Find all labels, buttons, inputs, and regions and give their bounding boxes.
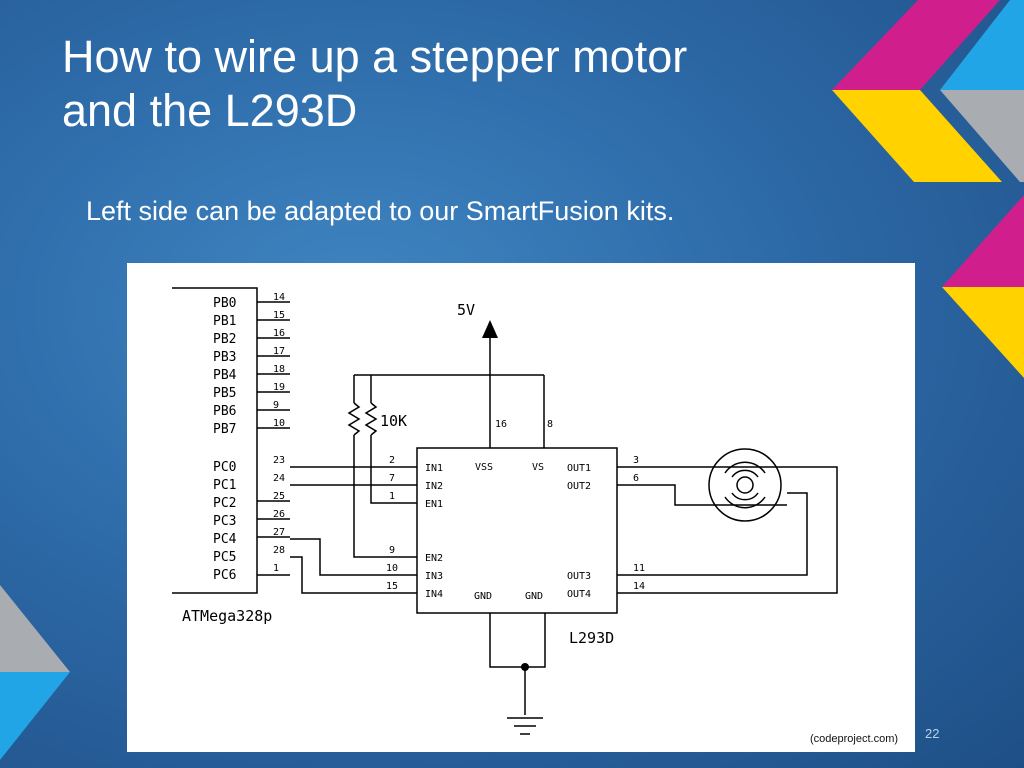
mcu-pin-label: PC2 <box>213 496 236 511</box>
image-credit: (codeproject.com) <box>810 733 899 745</box>
chevron-yellow-top <box>832 90 1002 182</box>
mcu-pin-label: PB2 <box>213 332 236 347</box>
driver-pin-label: EN1 <box>425 499 443 510</box>
driver-pin-label: IN1 <box>425 463 443 474</box>
mcu-pin-label: PC4 <box>213 532 237 547</box>
driver-top-pin-number: 16 <box>495 419 507 430</box>
mcu-pin-number: 18 <box>273 364 285 375</box>
mcu-pin-label: PB4 <box>213 368 237 383</box>
driver-pin-label: IN4 <box>425 589 443 600</box>
driver-pin-number: 3 <box>633 455 639 466</box>
mcu-pin-number: 1 <box>273 563 279 574</box>
driver-gnd-label: GND <box>525 591 543 602</box>
driver-pin-label: IN3 <box>425 571 443 582</box>
driver-top-pin-label: VSS <box>475 462 493 473</box>
driver-pin-label: OUT2 <box>567 481 591 492</box>
chevron-cyan-left <box>0 672 70 760</box>
mcu-pin-number: 19 <box>273 382 285 393</box>
mcu-pin-label: PC5 <box>213 550 236 565</box>
wire-out1 <box>617 466 838 594</box>
chevron-gray-top <box>940 90 1024 182</box>
wire-out2 <box>617 484 787 506</box>
supply-arrow <box>482 320 498 338</box>
chevron-magenta-right <box>942 195 1024 287</box>
resistor-label: 10K <box>380 412 407 430</box>
mcu-pin-label: PB7 <box>213 422 236 437</box>
chevron-cyan-top <box>940 0 1024 90</box>
mcu-pin-number: 17 <box>273 346 285 357</box>
driver-pin-number: 10 <box>386 563 398 574</box>
driver-pin-label: IN2 <box>425 481 443 492</box>
mcu-pin-label: PC0 <box>213 460 236 475</box>
resistor-2 <box>364 402 378 436</box>
driver-pin-number: 1 <box>389 491 395 502</box>
mcu-pin-number: 25 <box>273 491 285 502</box>
en2-wire <box>353 435 417 558</box>
mcu-body <box>172 287 258 594</box>
driver-pin-label: OUT1 <box>567 463 591 474</box>
driver-gnd-label: GND <box>474 591 492 602</box>
mcu-pin-label: PB0 <box>213 296 236 311</box>
stepper-motor <box>708 448 782 522</box>
driver-pin-number: 2 <box>389 455 395 466</box>
mcu-pin-label: PB1 <box>213 314 236 329</box>
wire-out3 <box>617 492 808 576</box>
mcu-pin-label: PC1 <box>213 478 236 493</box>
mcu-pin-stubs <box>257 301 290 576</box>
chevron-magenta-top <box>832 0 1000 90</box>
driver-pin-number: 11 <box>633 563 645 574</box>
mcu-pin-number: 15 <box>273 310 285 321</box>
mcu-pin-label: PC3 <box>213 514 236 529</box>
slide-subtitle: Left side can be adapted to our SmartFus… <box>86 196 675 226</box>
driver-name: L293D <box>569 629 614 647</box>
driver-pin-label: EN2 <box>425 553 443 564</box>
wire-pc4-in3 <box>290 538 417 576</box>
wire-pc5-in4 <box>290 556 417 594</box>
mcu-pin-label: PB6 <box>213 404 236 419</box>
title-line-1: How to wire up a stepper motor <box>62 31 688 82</box>
mcu-pin-number: 16 <box>273 328 285 339</box>
driver-pin-label: OUT4 <box>567 589 591 600</box>
driver-pin-number: 14 <box>633 581 645 592</box>
driver-body <box>416 447 618 614</box>
wiring-diagram: PB0 PB1 PB2 PB3 PB4 PB5 PB6 PB7 PC0 PC1 … <box>127 263 915 752</box>
mcu-pin-number: 10 <box>273 418 285 429</box>
ground-junction <box>521 663 529 671</box>
mcu-pin-number: 14 <box>273 292 285 303</box>
supply-label: 5V <box>457 301 475 319</box>
driver-pin-number: 15 <box>386 581 398 592</box>
chevron-gray-left <box>0 585 70 672</box>
title-line-2: and the L293D <box>62 85 358 136</box>
driver-pin-number: 6 <box>633 473 639 484</box>
driver-top-pin-number: 8 <box>547 419 553 430</box>
mcu-name: ATMega328p <box>182 607 272 625</box>
slide-number: 22 <box>925 726 940 741</box>
driver-pin-number: 7 <box>389 473 395 484</box>
en1-wire <box>370 435 417 504</box>
mcu-pin-number: 9 <box>273 400 279 411</box>
mcu-pin-number: 26 <box>273 509 285 520</box>
mcu-pin-number: 28 <box>273 545 285 556</box>
mcu-pin-number: 23 <box>273 455 285 466</box>
driver-pin-label: OUT3 <box>567 571 591 582</box>
mcu-pin-label: PB5 <box>213 386 236 401</box>
wiring-schematic: PB0 PB1 PB2 PB3 PB4 PB5 PB6 PB7 PC0 PC1 … <box>172 287 838 735</box>
mcu-pin-number: 27 <box>273 527 285 538</box>
mcu-pin-number: 24 <box>273 473 285 484</box>
gnd-wire <box>489 613 546 668</box>
resistor-1 <box>347 402 361 436</box>
chevron-yellow-right <box>942 287 1024 378</box>
driver-top-pin-label: VS <box>532 462 544 473</box>
mcu-pin-label: PC6 <box>213 568 236 583</box>
slide-title: How to wire up a stepper motor and the L… <box>62 30 822 138</box>
driver-pin-number: 9 <box>389 545 395 556</box>
mcu-pin-label: PB3 <box>213 350 236 365</box>
